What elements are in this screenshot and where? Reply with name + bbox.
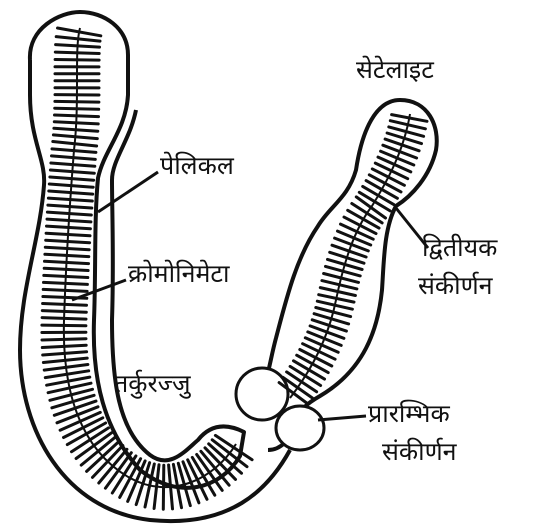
pointer-pellicle xyxy=(98,172,158,212)
pointer-primary-constriction xyxy=(318,416,366,420)
chromomere-tick xyxy=(54,122,98,124)
chromomere-tick xyxy=(47,219,91,222)
chromomere-tick xyxy=(46,240,90,243)
chromomere-tick xyxy=(55,101,99,102)
chromomere-tick xyxy=(45,247,89,250)
chromomere-tick xyxy=(42,345,86,347)
chromomere-tick xyxy=(51,163,95,166)
chromomere-tick xyxy=(47,212,91,215)
label-chromonemata: क्रोमोनिमेटा xyxy=(128,258,229,290)
label-pellicle: पेलिकल xyxy=(160,150,234,182)
chromomere-tick xyxy=(54,128,98,131)
label-spindle-fibre: तर्कुरज्जु xyxy=(114,368,191,400)
chromomere-tick xyxy=(42,311,86,313)
chromomere-tick xyxy=(42,318,86,320)
label-secondary-constriction-line2: संकीर्णन xyxy=(418,270,493,302)
centromere-oval-left xyxy=(236,368,288,420)
chromomere-tick xyxy=(372,169,404,185)
chromomere-tick xyxy=(169,465,173,509)
chromomere-tick xyxy=(49,191,93,194)
chromomere-tick xyxy=(55,108,99,109)
chromomere-tick xyxy=(53,135,97,139)
chromomere-tick xyxy=(43,352,87,355)
chromomere-tick xyxy=(56,45,100,48)
chromomere-tick xyxy=(55,52,99,53)
chromomere-tick xyxy=(43,304,87,306)
chromomere-tick xyxy=(46,233,90,236)
chromomere-tick xyxy=(52,149,96,153)
chromomere-tick xyxy=(378,157,411,172)
chromomere-tick xyxy=(55,115,99,117)
chromomere-tick xyxy=(42,339,86,340)
chromomere-tick xyxy=(55,60,99,61)
chromomere-tick xyxy=(303,344,336,360)
chromomere-tick xyxy=(375,163,407,179)
chromomere-tick xyxy=(49,184,93,187)
label-primary-constriction-line1: प्रारम्भिक xyxy=(368,398,450,430)
chromomere-tick xyxy=(48,205,92,208)
chromomere-tick xyxy=(163,465,164,509)
chromomere-tick xyxy=(44,275,88,277)
chromomere-tick xyxy=(52,156,96,160)
chromomere-tick xyxy=(43,289,87,291)
chromomere-tick xyxy=(338,231,371,245)
label-satellite: सेटेलाइट xyxy=(356,54,434,86)
chromomere-tick xyxy=(341,224,374,239)
chromomere-tick xyxy=(54,401,96,415)
chromomere-tick xyxy=(50,177,94,180)
chromomere-tick xyxy=(300,350,332,367)
label-secondary-constriction-line1: द्वितीयक xyxy=(422,232,497,264)
chromomere-tick xyxy=(42,325,86,326)
chromomere-tick xyxy=(48,198,92,201)
chromomere-bands xyxy=(42,28,427,509)
chromomere-tick xyxy=(44,282,88,284)
chromomere-tick xyxy=(369,175,401,192)
label-primary-constriction-line2: संकीर्णन xyxy=(382,436,457,468)
chromomere-tick xyxy=(44,268,88,270)
chromomere-tick xyxy=(381,151,414,165)
chromomere-tick xyxy=(305,338,338,353)
chromomere-tick xyxy=(47,226,91,229)
chromomere-tick xyxy=(45,261,89,263)
centromere-oval-right xyxy=(276,406,324,450)
chromomere-tick xyxy=(45,254,89,256)
chromomere-tick xyxy=(50,170,94,173)
